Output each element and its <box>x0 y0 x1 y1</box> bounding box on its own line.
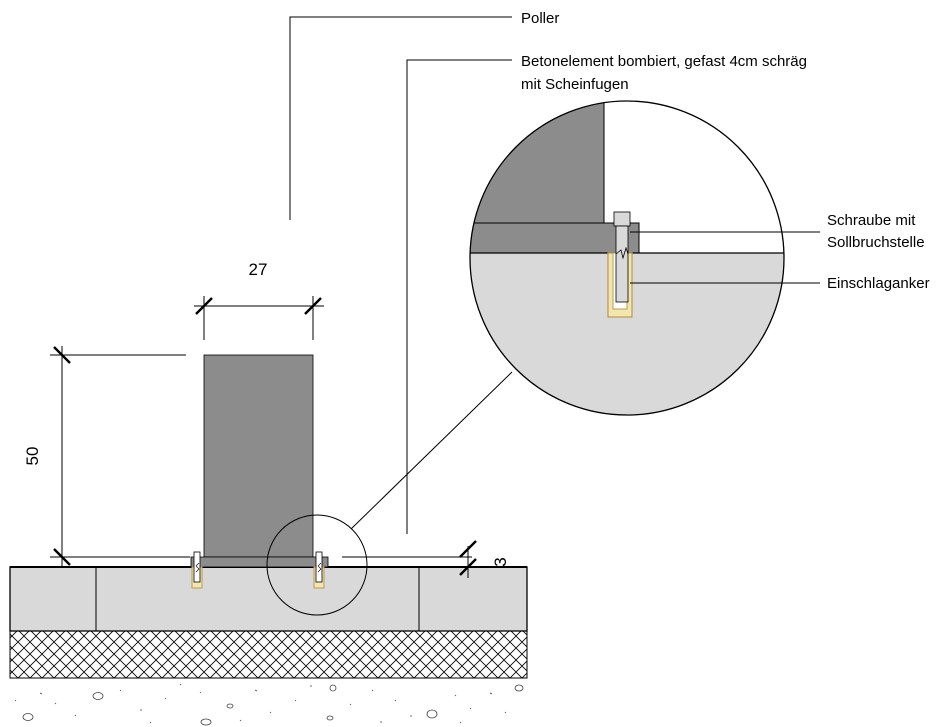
base-plate <box>190 556 329 568</box>
detail-circle-outline <box>469 100 785 416</box>
dimension-width: 27 <box>194 260 324 340</box>
section-view <box>9 354 528 726</box>
hatched-subbase <box>9 630 528 679</box>
dimension-height: 50 <box>23 346 190 566</box>
detail-bollard <box>470 101 605 224</box>
label-einschlaganker: Einschlaganker <box>827 275 930 292</box>
dimension-width-label: 27 <box>249 260 268 279</box>
anchor-right <box>313 551 325 589</box>
label-schraube-line2: Sollbruchstelle <box>827 234 925 251</box>
gravel-layer <box>14 683 524 726</box>
breaking-point-mark <box>615 246 629 260</box>
label-schraube-line1: Schraube mit <box>827 212 916 229</box>
detail-connector-line <box>350 371 513 530</box>
detail-plate <box>470 222 640 254</box>
label-betonelement-line2: mit Scheinfugen <box>521 76 629 93</box>
bollard <box>203 354 314 558</box>
leader-lines <box>289 16 820 534</box>
dimension-plate: 3 <box>342 540 510 578</box>
dimension-height-label: 50 <box>23 447 42 466</box>
detail-screw <box>613 211 631 227</box>
label-poller: Poller <box>521 10 559 27</box>
anchor-left <box>191 551 203 589</box>
label-betonelement-line1: Betonelement bombiert, gefast 4cm schräg <box>521 53 807 70</box>
enlarged-detail <box>469 100 785 416</box>
dimension-plate-label: 3 <box>491 557 510 566</box>
detail-callout-circle <box>266 514 368 616</box>
